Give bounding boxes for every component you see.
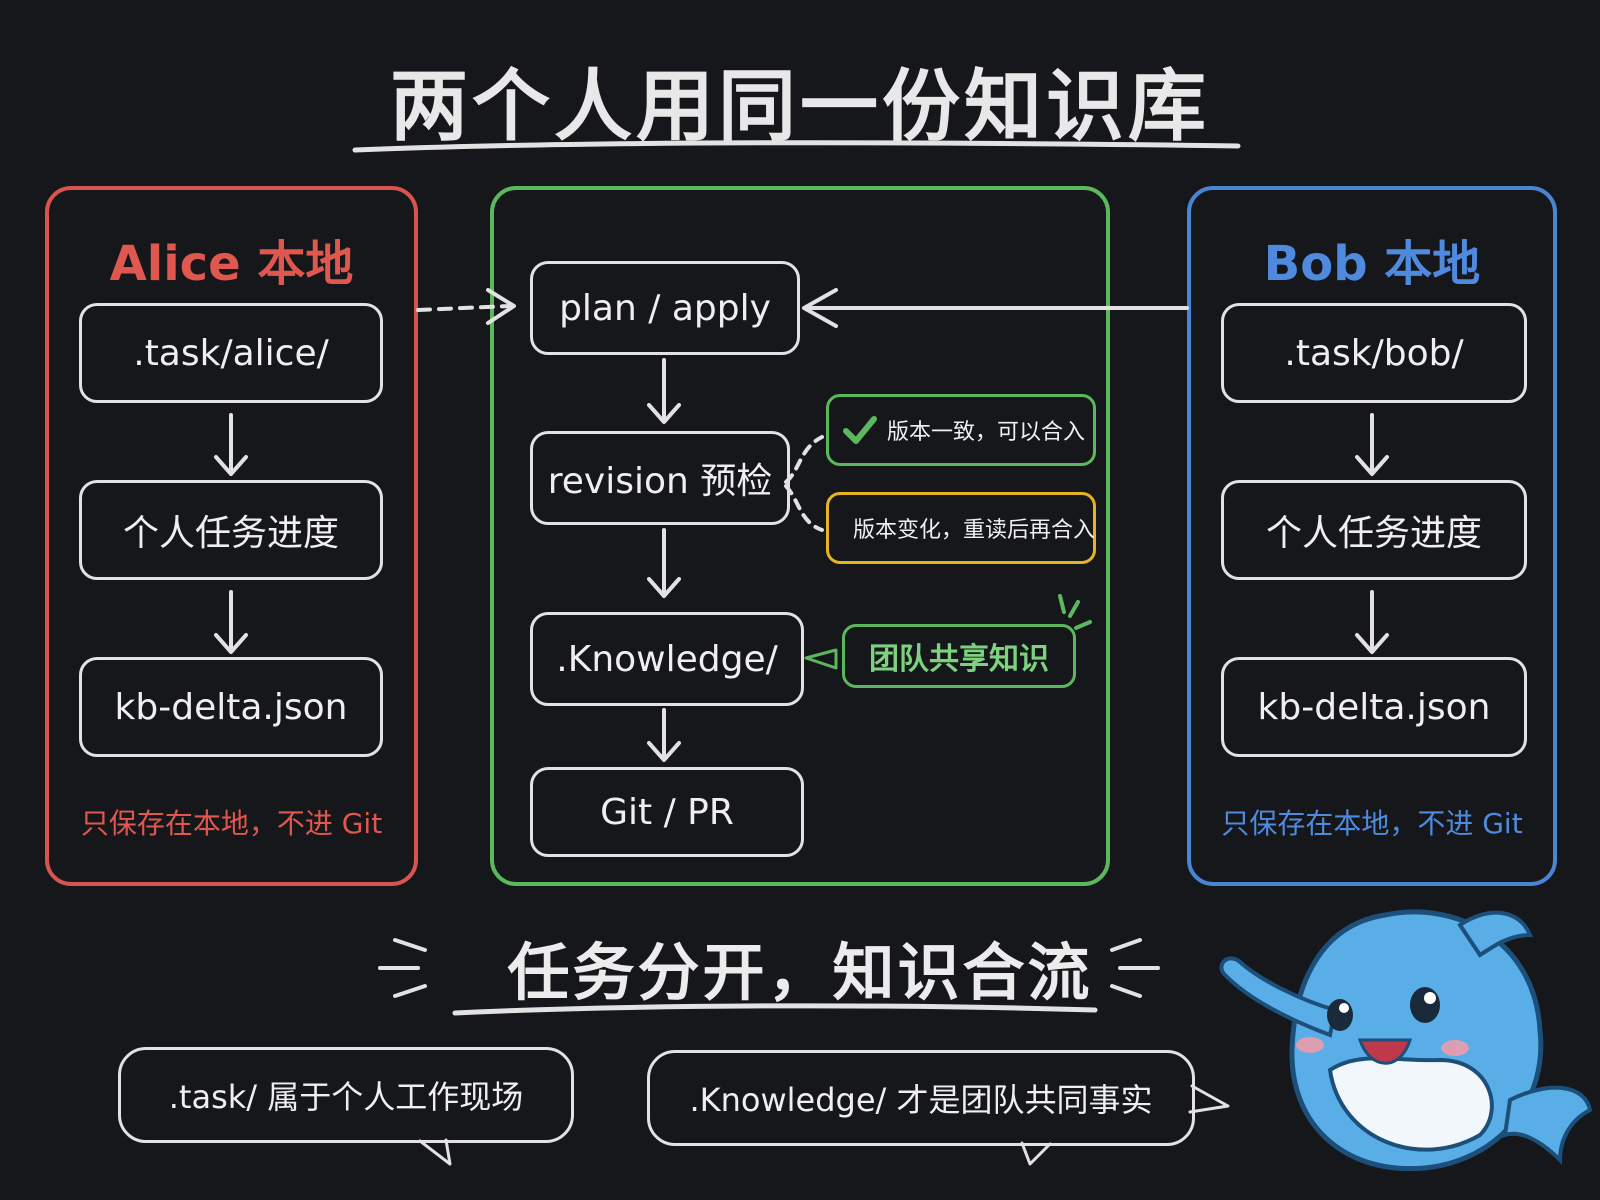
right-bubble-tail [1188, 1084, 1230, 1114]
shared-knowledge-panel: plan / apply revision 预检 .Knowledge/ Git… [490, 186, 1110, 886]
bob-local-panel: Bob 本地 .task/bob/ 个人任务进度 kb-delta.json 只… [1187, 186, 1557, 886]
git-pr-box: Git / PR [530, 767, 804, 857]
bob-delta-box: kb-delta.json [1221, 657, 1527, 757]
version-changed-tag: 版本变化，重读后再合入 [826, 492, 1096, 564]
slogan: 任务分开，知识合流 [507, 936, 1093, 1009]
version-match-text: 版本一致，可以合入 [887, 420, 1086, 445]
knowledge-team-bubble: .Knowledge/ 才是团队共同事实 [647, 1050, 1195, 1146]
alice-local-panel: Alice 本地 .task/alice/ 个人任务进度 kb-delta.js… [45, 186, 418, 886]
bob-progress-box: 个人任务进度 [1221, 480, 1527, 580]
alice-progress-box: 个人任务进度 [79, 480, 383, 580]
task-personal-bubble: .task/ 属于个人工作现场 [118, 1047, 574, 1143]
plan-apply-box: plan / apply [530, 261, 800, 355]
version-changed-text: 版本变化，重读后再合入 [853, 518, 1096, 543]
right-bubble-lower-tail [1020, 1141, 1052, 1166]
team-shared-knowledge-tag: 团队共享知识 [842, 624, 1076, 688]
alice-panel-title: Alice 本地 [109, 236, 354, 292]
knowledge-box: .Knowledge/ [530, 612, 804, 706]
revision-precheck-box: revision 预检 [530, 431, 790, 525]
check-icon [843, 416, 877, 444]
bob-panel-title: Bob 本地 [1263, 236, 1481, 292]
version-match-tag: 版本一致，可以合入 [826, 394, 1096, 466]
team-shared-knowledge-text: 团队共享知识 [869, 642, 1049, 677]
bob-task-box: .task/bob/ [1221, 303, 1527, 403]
page-title: 两个人用同一份知识库 [389, 62, 1210, 152]
bob-local-note: 只保存在本地，不进 Git [1221, 807, 1523, 840]
alice-local-note: 只保存在本地，不进 Git [80, 807, 383, 840]
alice-delta-box: kb-delta.json [79, 657, 383, 757]
alice-task-box: .task/alice/ [79, 303, 383, 403]
left-bubble-tail [418, 1138, 452, 1166]
